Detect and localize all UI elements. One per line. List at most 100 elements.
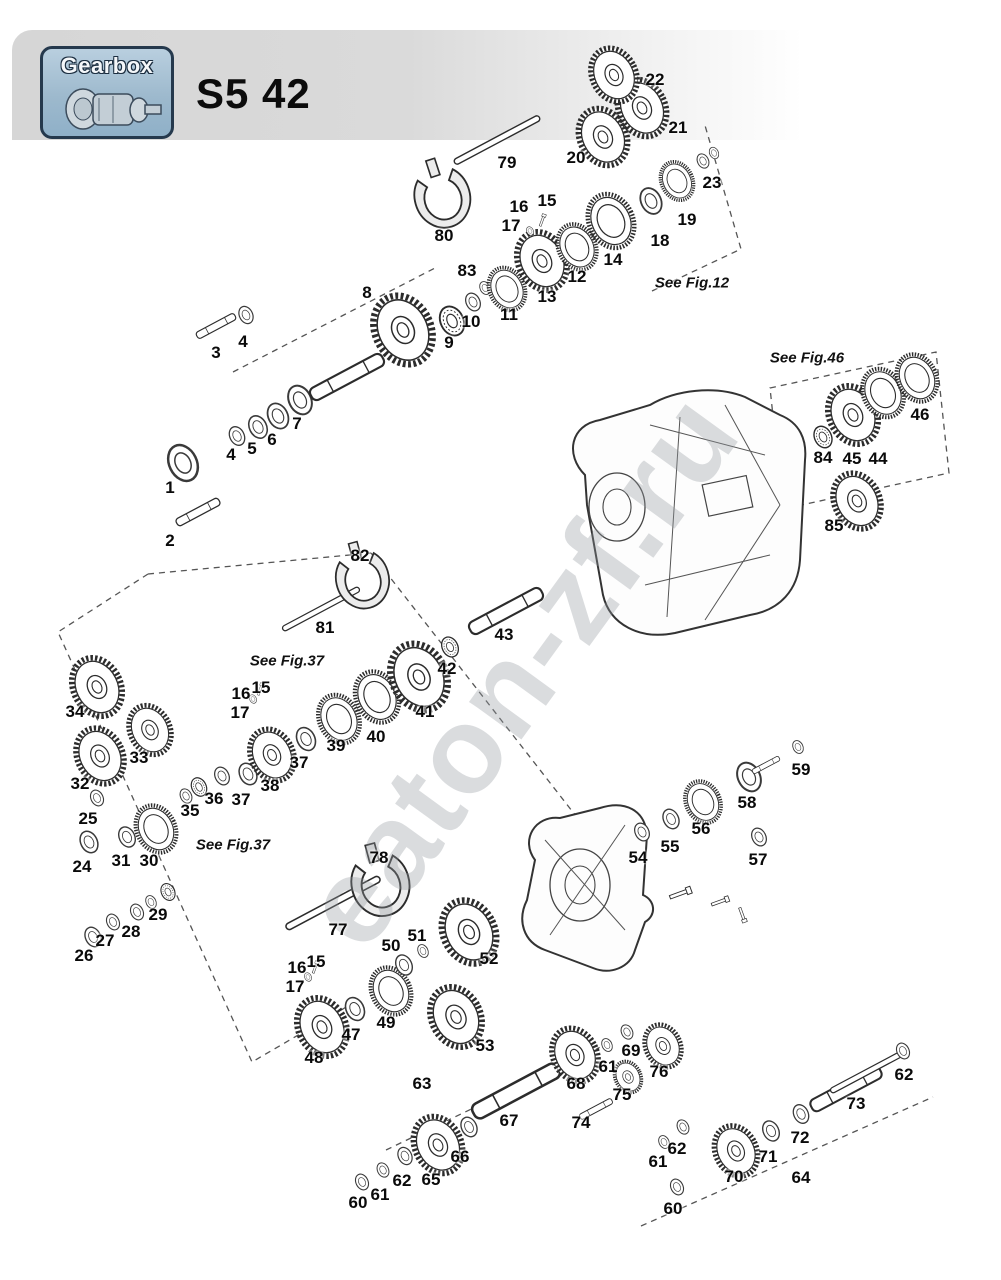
- part-callout-78: 78: [369, 848, 389, 867]
- part-callout-42: 42: [437, 659, 457, 678]
- part-callout-10: 10: [461, 312, 481, 331]
- part-callout-61: 61: [598, 1057, 618, 1076]
- part-callout-62: 62: [894, 1065, 914, 1084]
- part-callout-39: 39: [326, 736, 346, 755]
- part-callout-67: 67: [499, 1111, 519, 1130]
- gearbox-badge-label: Gearbox: [60, 53, 154, 78]
- part-callout-6: 6: [267, 430, 277, 449]
- part-callout-80: 80: [434, 226, 454, 245]
- part-callout-16: 16: [509, 197, 529, 216]
- part-callout-14: 14: [603, 250, 623, 269]
- part-callout-44: 44: [868, 449, 888, 468]
- see-fig-annotation-see-fig-37: See Fig.37: [249, 652, 325, 670]
- part-callout-26: 26: [74, 946, 94, 965]
- part-callout-72: 72: [790, 1128, 810, 1147]
- part-callout-43: 43: [494, 625, 514, 644]
- part-callout-12: 12: [567, 267, 587, 286]
- gearbox-badge: Gearbox: [40, 46, 174, 139]
- part-callout-81: 81: [315, 618, 335, 637]
- part-callout-55: 55: [660, 837, 680, 856]
- part-callout-8: 8: [362, 283, 372, 302]
- part-callout-4: 4: [226, 445, 236, 464]
- part-callout-17: 17: [501, 216, 521, 235]
- part-callout-61: 61: [370, 1185, 390, 1204]
- part-callout-74: 74: [571, 1113, 591, 1132]
- gearbox-thumbnail-icon: [65, 88, 162, 130]
- part-callout-69: 69: [621, 1041, 641, 1060]
- part-callout-16: 16: [287, 958, 307, 977]
- part-callout-53: 53: [475, 1036, 495, 1055]
- part-callout-75: 75: [612, 1085, 632, 1104]
- part-callout-2: 2: [165, 531, 175, 550]
- header-band: [12, 30, 1001, 140]
- part-callout-18: 18: [650, 231, 670, 250]
- part-callout-15: 15: [537, 191, 557, 210]
- part-callout-13: 13: [537, 287, 557, 306]
- part-callout-61: 61: [648, 1152, 668, 1171]
- part-callout-46: 46: [910, 405, 930, 424]
- main-housing-art: [572, 389, 807, 636]
- part-callout-5: 5: [247, 439, 257, 458]
- part-callout-30: 30: [139, 851, 159, 870]
- part-callout-22: 22: [645, 70, 665, 89]
- part-callout-84: 84: [813, 448, 833, 467]
- part-callout-7: 7: [292, 414, 302, 433]
- part-callout-51: 51: [407, 926, 427, 945]
- part-callout-45: 45: [842, 449, 862, 468]
- part-callout-57: 57: [748, 850, 768, 869]
- part-callout-1: 1: [165, 478, 175, 497]
- part-callout-31: 31: [111, 851, 131, 870]
- part-callout-64: 64: [791, 1168, 811, 1187]
- part-callout-19: 19: [677, 210, 697, 229]
- part-callout-54: 54: [628, 848, 648, 867]
- part-callout-16: 16: [231, 684, 251, 703]
- part-callout-38: 38: [260, 776, 280, 795]
- part-callout-62: 62: [392, 1171, 412, 1190]
- part-callout-25: 25: [78, 809, 98, 828]
- see-fig-annotation-see-fig-12: See Fig.12: [654, 274, 730, 292]
- part-callout-40: 40: [366, 727, 386, 746]
- part-callout-62: 62: [667, 1139, 687, 1158]
- part-callout-17: 17: [285, 977, 305, 996]
- part-callout-58: 58: [737, 793, 757, 812]
- part-callout-83: 83: [457, 261, 477, 280]
- part-callout-66: 66: [450, 1147, 470, 1166]
- part-callout-79: 79: [497, 153, 517, 172]
- part-callout-82: 82: [350, 546, 370, 565]
- part-callout-49: 49: [376, 1013, 396, 1032]
- part-callout-34: 34: [65, 702, 85, 721]
- part-callout-68: 68: [566, 1074, 586, 1093]
- part-callout-76: 76: [649, 1062, 669, 1081]
- part-callout-29: 29: [148, 905, 168, 924]
- part-callout-73: 73: [846, 1094, 866, 1113]
- part-callout-77: 77: [328, 920, 348, 939]
- part-callout-35: 35: [180, 801, 200, 820]
- part-callout-32: 32: [70, 774, 90, 793]
- page-title: S5 42: [196, 70, 311, 117]
- part-callout-85: 85: [824, 516, 844, 535]
- part-callout-52: 52: [479, 949, 499, 968]
- part-callout-37: 37: [231, 790, 251, 809]
- part-callout-27: 27: [95, 931, 115, 950]
- rear-housing-art: [521, 804, 654, 972]
- part-callout-23: 23: [702, 173, 722, 192]
- part-callout-37: 37: [289, 753, 309, 772]
- part-callout-21: 21: [668, 118, 688, 137]
- part-callout-59: 59: [791, 760, 811, 779]
- part-callout-65: 65: [421, 1170, 441, 1189]
- part-callout-70: 70: [724, 1167, 744, 1186]
- part-callout-20: 20: [566, 148, 586, 167]
- part-callout-11: 11: [500, 305, 518, 324]
- part-callout-41: 41: [415, 702, 435, 721]
- part-callout-33: 33: [129, 748, 149, 767]
- part-callout-60: 60: [663, 1199, 683, 1218]
- part-callout-24: 24: [72, 857, 92, 876]
- part-callout-15: 15: [306, 952, 326, 971]
- part-callout-63: 63: [412, 1074, 432, 1093]
- part-callout-47: 47: [341, 1025, 361, 1044]
- part-callout-60: 60: [348, 1193, 368, 1212]
- part-callout-15: 15: [251, 678, 271, 697]
